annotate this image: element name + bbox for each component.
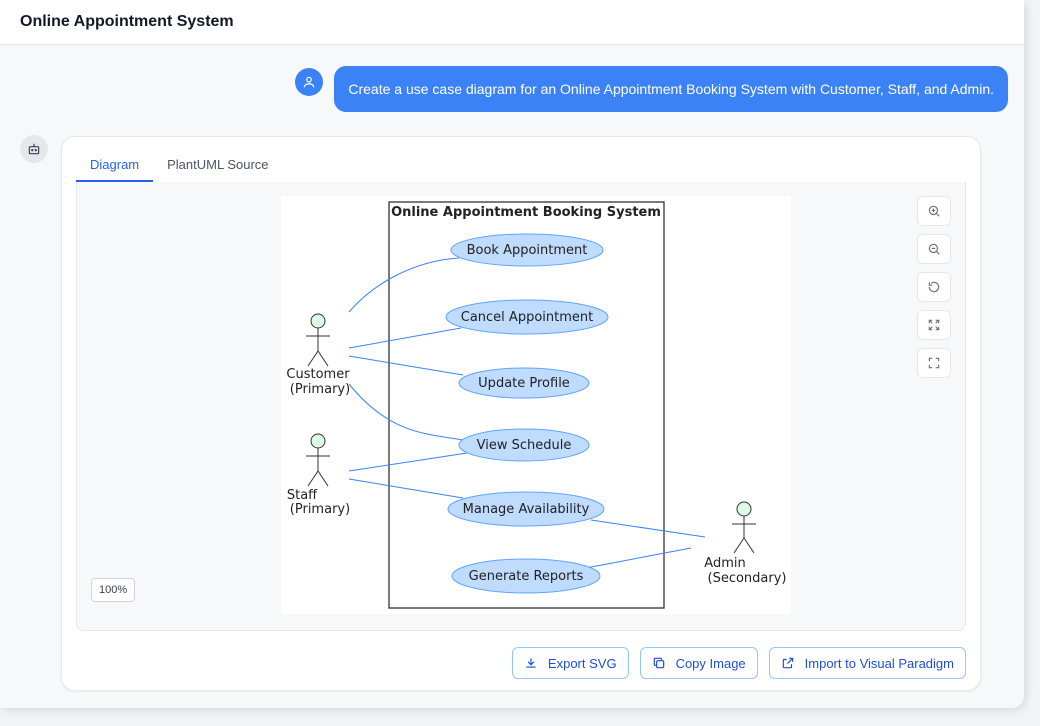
export-svg-label: Export SVG — [547, 655, 617, 671]
use-case-cancel-appointment: Cancel Appointment — [445, 299, 609, 335]
actor-customer — [306, 313, 330, 367]
bot-avatar-icon — [20, 135, 48, 163]
actor-admin — [732, 501, 756, 554]
actor-staff-name: Staff — [287, 488, 318, 503]
system-boundary — [388, 201, 665, 609]
actor-admin-name: Admin — [704, 556, 745, 571]
import-visual-paradigm-label: Import to Visual Paradigm — [804, 655, 954, 671]
svg-text:Book Appointment: Book Appointment — [467, 243, 588, 258]
actor-customer-role: (Primary) — [290, 382, 350, 397]
copy-image-label: Copy Image — [675, 655, 746, 671]
app-window: Online Appointment System Create a use c… — [0, 0, 1024, 691]
user-avatar-icon — [295, 68, 324, 96]
use-case-diagram: Online Appointment Booking System — [286, 201, 787, 609]
copy-icon — [653, 657, 664, 669]
reset-view-button[interactable] — [917, 272, 951, 302]
svg-text:Generate Reports: Generate Reports — [469, 569, 584, 584]
use-case-view-schedule: View Schedule — [458, 428, 590, 462]
reset-icon — [928, 281, 940, 293]
zoom-in-icon — [928, 205, 940, 217]
assistant-response-card: Diagram PlantUML Source Online Appointme… — [61, 136, 981, 691]
fit-to-screen-button[interactable] — [917, 310, 951, 340]
zoom-in-button[interactable] — [917, 196, 951, 226]
external-link-icon — [782, 657, 793, 669]
user-message-row: Create a use case diagram for an Online … — [295, 66, 1008, 112]
svg-text:Manage Availability: Manage Availability — [463, 502, 590, 517]
svg-text:Cancel Appointment: Cancel Appointment — [461, 310, 593, 325]
import-visual-paradigm-button[interactable]: Import to Visual Paradigm — [768, 647, 966, 679]
tab-bar: Diagram PlantUML Source — [76, 151, 966, 183]
actor-staff — [306, 433, 330, 487]
export-svg-button[interactable]: Export SVG — [511, 647, 629, 679]
copy-image-button[interactable]: Copy Image — [639, 647, 758, 679]
actor-customer-name: Customer — [286, 367, 350, 382]
association-lines — [348, 257, 706, 569]
zoom-level-indicator: 100% — [91, 578, 136, 602]
action-bar: Export SVG Copy Image Import to Visual P… — [501, 647, 966, 679]
fullscreen-icon — [928, 357, 940, 369]
tab-plantuml-source[interactable]: PlantUML Source — [167, 157, 269, 172]
app-title: Online Appointment System — [20, 13, 234, 30]
user-message-bubble: Create a use case diagram for an Online … — [334, 66, 1008, 112]
use-case-manage-availability: Manage Availability — [447, 491, 605, 527]
zoom-out-button[interactable] — [917, 234, 951, 264]
actor-admin-role: (Secondary) — [708, 571, 787, 586]
title-bar: Online Appointment System — [0, 0, 1024, 45]
zoom-controls — [917, 196, 951, 386]
svg-text:Update Profile: Update Profile — [478, 376, 570, 391]
zoom-out-icon — [928, 243, 940, 255]
diagram-viewer[interactable]: Online Appointment Booking System — [76, 182, 966, 631]
actor-staff-role: (Primary) — [290, 502, 350, 517]
use-case-book-appointment: Book Appointment — [450, 233, 604, 267]
diagram-canvas: Online Appointment Booking System — [281, 196, 791, 614]
download-icon — [526, 658, 536, 668]
use-case-generate-reports: Generate Reports — [451, 558, 601, 594]
tab-diagram[interactable]: Diagram — [76, 151, 154, 182]
fullscreen-button[interactable] — [917, 348, 951, 378]
system-title: Online Appointment Booking System — [391, 205, 661, 220]
use-case-update-profile: Update Profile — [458, 367, 590, 399]
svg-text:View Schedule: View Schedule — [477, 438, 572, 453]
fit-icon — [928, 319, 940, 331]
